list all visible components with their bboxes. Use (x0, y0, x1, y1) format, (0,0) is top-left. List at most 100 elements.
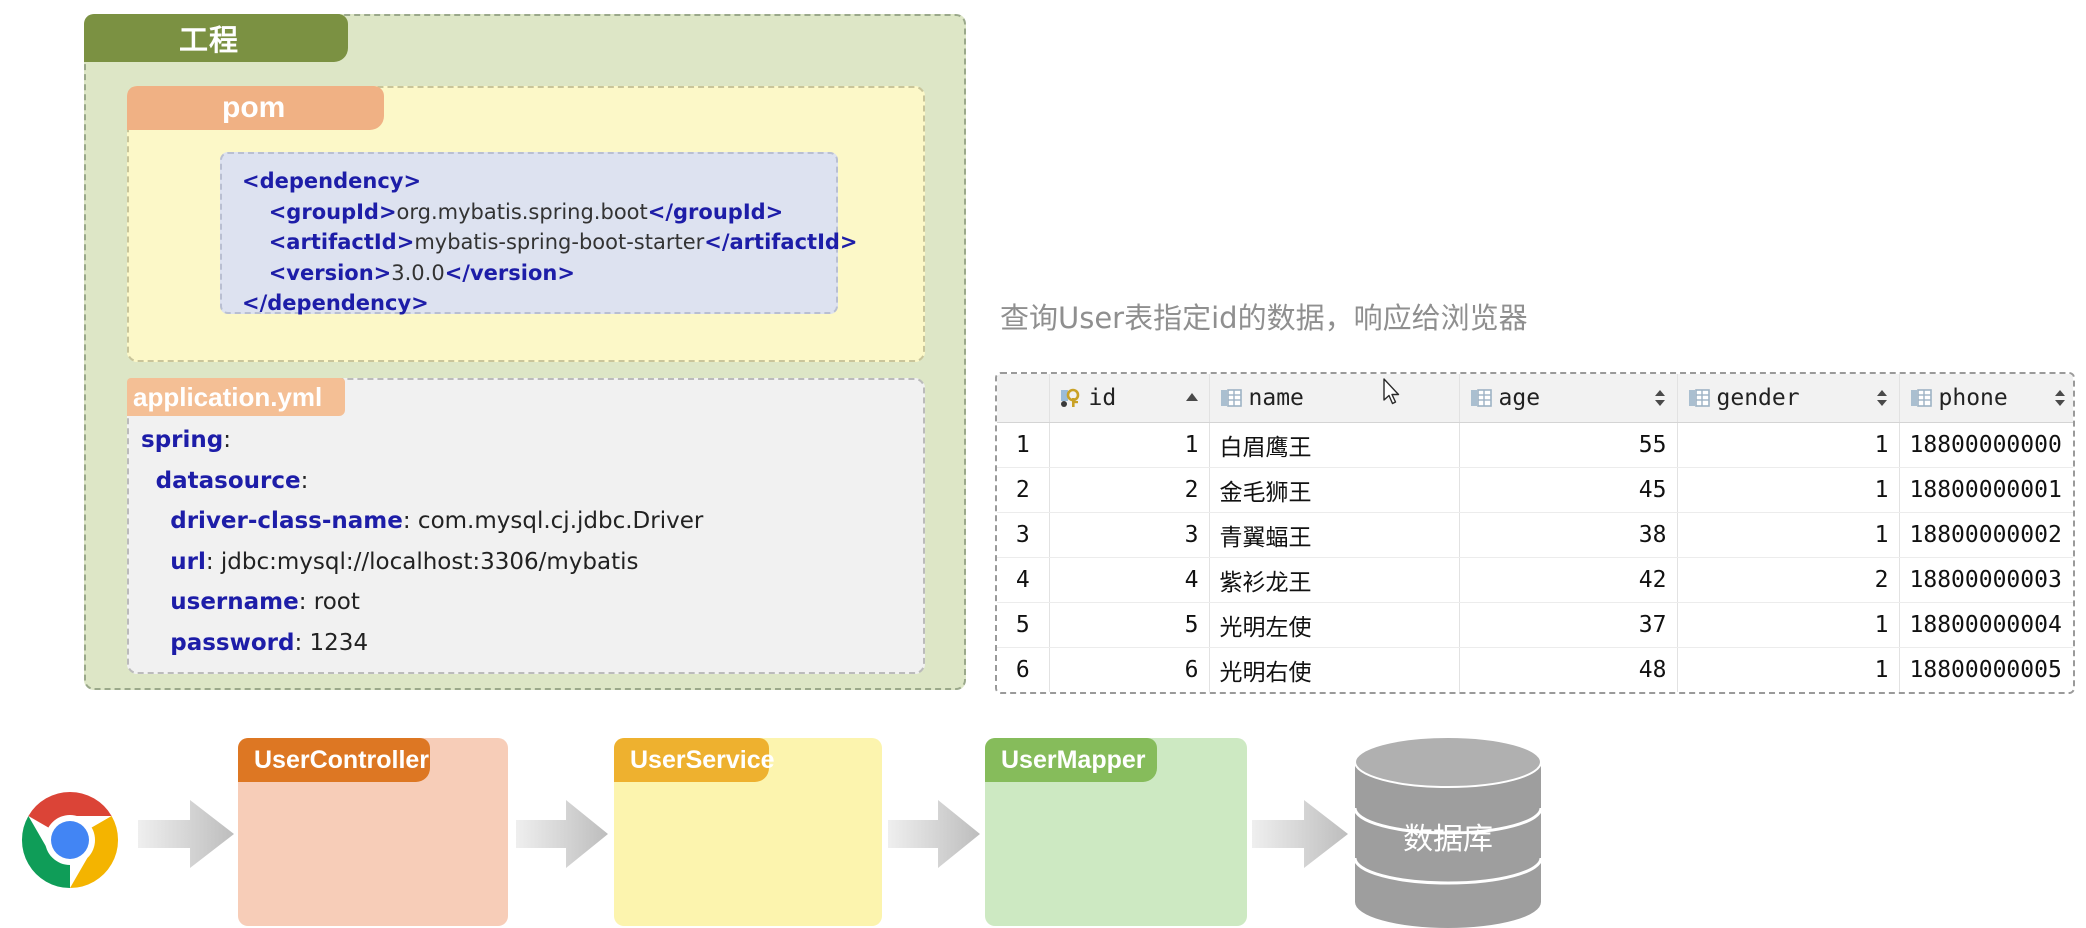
xml-tag: <dependency> (242, 169, 422, 193)
cell-phone[interactable]: 18800000002 (1899, 512, 2073, 558)
yml-value: : 1234 (294, 629, 369, 656)
cell-name[interactable]: 光明左使 (1209, 602, 1460, 648)
user-controller-label: UserController (238, 738, 430, 782)
column-icon (1220, 388, 1242, 407)
cell-phone[interactable]: 18800000000 (1899, 422, 2073, 468)
query-caption: 查询User表指定id的数据，响应给浏览器 (1000, 301, 1528, 335)
sort-ascending-icon[interactable] (1185, 388, 1199, 408)
sort-toggle-icon[interactable] (2053, 388, 2067, 408)
yml-key: driver-class-name (170, 508, 403, 534)
column-header-id[interactable]: id (1049, 374, 1210, 423)
column-icon (1910, 388, 1932, 407)
yml-code-line: username: root (141, 582, 901, 623)
flow-arrow-1 (138, 800, 234, 868)
cell-name[interactable]: 青翼蝠王 (1209, 512, 1460, 558)
cell-age[interactable]: 42 (1459, 557, 1678, 603)
cell-gender[interactable]: 1 (1677, 422, 1900, 468)
yml-key: password (170, 629, 295, 656)
user-mapper-box: UserMapper (985, 738, 1247, 926)
column-header-gender[interactable]: gender (1677, 374, 1900, 423)
column-header-name[interactable]: name (1209, 374, 1460, 423)
column-header-phone[interactable]: phone (1899, 374, 2073, 423)
chrome-logo-icon (21, 792, 119, 888)
yml-code-line: password: 1234 (141, 623, 901, 664)
cell-name[interactable]: 白眉鹰王 (1209, 422, 1460, 468)
column-icon (1470, 388, 1492, 407)
cell-phone[interactable]: 18800000005 (1899, 647, 2073, 692)
row-number: 2 (997, 467, 1050, 513)
xml-tag: <version> (268, 260, 392, 285)
user-mapper-label: UserMapper (985, 738, 1157, 782)
cell-name[interactable]: 光明右使 (1209, 647, 1460, 692)
row-number: 4 (997, 557, 1050, 603)
cell-gender[interactable]: 2 (1677, 557, 1900, 603)
sort-toggle-icon[interactable] (1653, 388, 1667, 408)
cell-phone[interactable]: 18800000001 (1899, 467, 2073, 513)
cell-age[interactable]: 37 (1459, 602, 1678, 648)
cell-phone[interactable]: 18800000004 (1899, 602, 2073, 648)
yml-code-line: datasource: (141, 461, 901, 502)
xml-value: org.mybatis.spring.boot (396, 199, 648, 224)
user-service-label: UserService (614, 738, 775, 782)
application-yml-container (127, 378, 925, 674)
cell-id[interactable]: 3 (1049, 512, 1210, 558)
xml-tag: </artifactId> (704, 230, 858, 254)
yml-key: url (170, 548, 206, 575)
cell-name[interactable]: 紫衫龙王 (1209, 557, 1460, 603)
xml-tag: </dependency> (242, 291, 429, 315)
flow-arrow-4 (1252, 800, 1348, 868)
pom-code-line: </dependency> (242, 288, 836, 319)
yml-code-line: driver-class-name: com.mysql.cj.jdbc.Dri… (141, 501, 901, 542)
yml-value: : jdbc:mysql://localhost:3306/mybatis (205, 548, 639, 575)
yml-value: : (300, 467, 309, 494)
cell-age[interactable]: 45 (1459, 467, 1678, 513)
xml-tag: <groupId> (268, 199, 397, 224)
primary-key-icon (1060, 388, 1079, 407)
application-yml-code: spring: datasource: driver-class-name: c… (141, 420, 901, 663)
request-flow-diagram: UserController UserService UserMapper (0, 726, 2086, 928)
cell-id[interactable]: 5 (1049, 602, 1210, 648)
sort-toggle-icon[interactable] (1875, 388, 1889, 408)
cell-name[interactable]: 金毛狮王 (1209, 467, 1460, 513)
cell-gender[interactable]: 1 (1677, 602, 1900, 648)
yml-value: : root (298, 589, 360, 615)
cell-phone[interactable]: 18800000003 (1899, 557, 2073, 603)
cell-gender[interactable]: 1 (1677, 647, 1900, 692)
pom-code-line: <dependency> (242, 166, 836, 197)
database-cylinder-icon (1353, 736, 1543, 928)
cell-gender[interactable]: 1 (1677, 467, 1900, 513)
cell-id[interactable]: 2 (1049, 467, 1210, 513)
column-header-age[interactable]: age (1459, 374, 1678, 423)
column-header-label: phone (1938, 384, 2008, 411)
yml-code-line: spring: (141, 420, 901, 461)
column-header-label: age (1498, 384, 1541, 411)
yml-value: : (223, 427, 231, 453)
pom-dependency-code: <dependency> <groupId>org.mybatis.spring… (220, 152, 858, 315)
pom-code-line: <version>3.0.0</version> (242, 258, 836, 289)
cell-id[interactable]: 4 (1049, 557, 1210, 603)
xml-tag: </groupId> (647, 199, 784, 224)
row-number: 1 (997, 422, 1050, 468)
row-number: 3 (997, 512, 1050, 558)
cell-age[interactable]: 48 (1459, 647, 1678, 692)
cell-age[interactable]: 38 (1459, 512, 1678, 558)
cell-id[interactable]: 6 (1049, 647, 1210, 692)
cell-age[interactable]: 55 (1459, 422, 1678, 468)
cell-id[interactable]: 1 (1049, 422, 1210, 468)
pom-code-line: <artifactId>mybatis-spring-boot-starter<… (242, 227, 858, 258)
yml-code-line: url: jdbc:mysql://localhost:3306/mybatis (141, 542, 901, 583)
column-icon (1688, 388, 1710, 407)
pom-tab-label: pom (127, 86, 384, 130)
pom-code-line: <groupId>org.mybatis.spring.boot</groupI… (242, 197, 836, 228)
cell-gender[interactable]: 1 (1677, 512, 1900, 558)
